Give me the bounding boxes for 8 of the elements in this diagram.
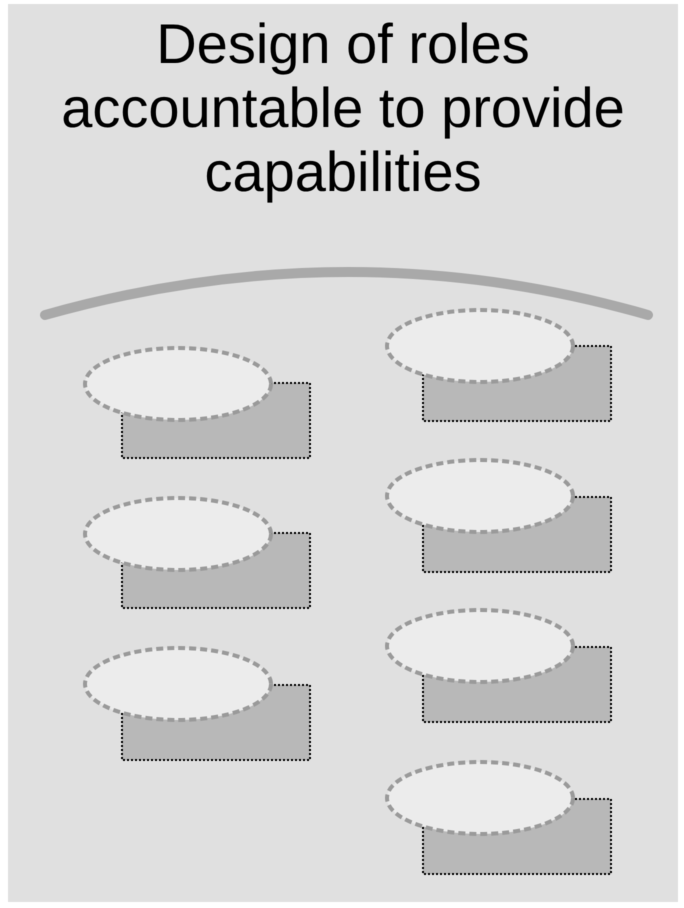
ellipse-shape — [83, 496, 273, 572]
ellipse-shape — [385, 458, 575, 534]
ellipse-shape — [385, 760, 575, 836]
title: Design of roles accountable to provide capabilities — [60, 12, 626, 204]
ellipse-shape — [385, 308, 575, 384]
ellipse-shape — [385, 608, 575, 684]
ellipse-shape — [83, 646, 273, 722]
ellipse-shape — [83, 346, 273, 422]
